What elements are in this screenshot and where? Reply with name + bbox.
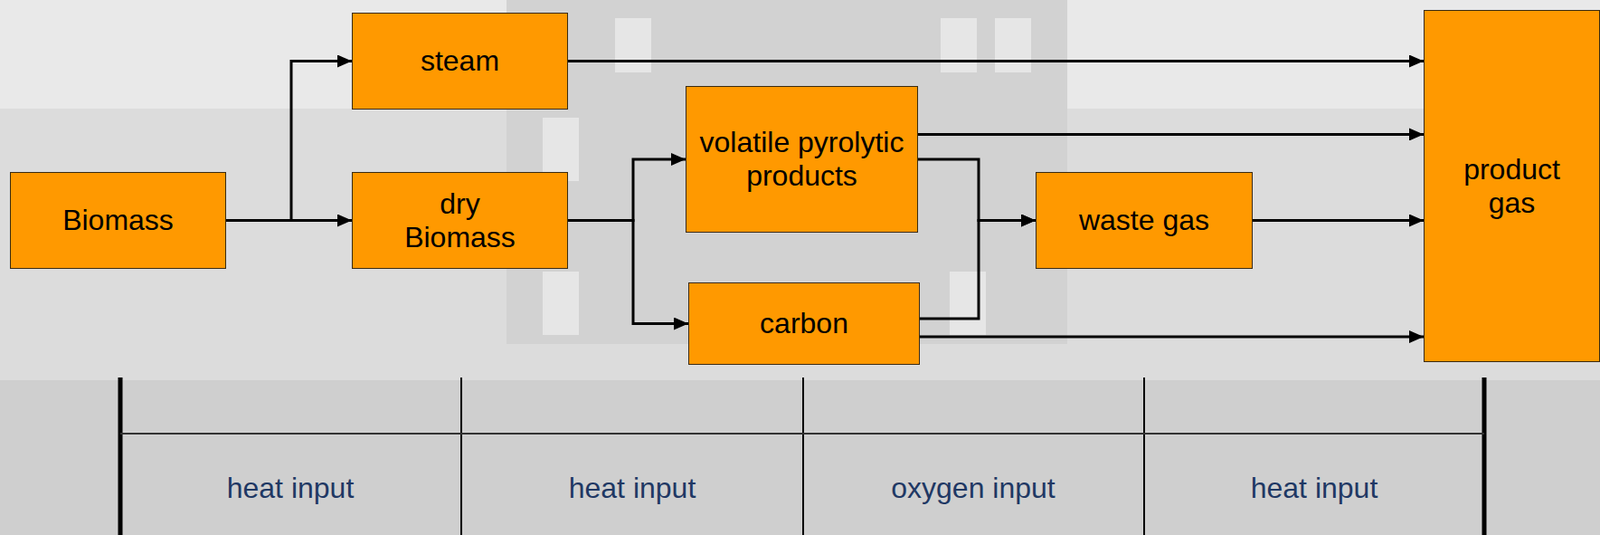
photo-lawn [0, 379, 1600, 535]
process-box: product gas [1423, 9, 1600, 362]
flow-arrow [568, 59, 1424, 63]
process-box: dry Biomass [351, 171, 569, 269]
box-label: Biomass [62, 203, 174, 237]
flow-arrow [568, 159, 686, 221]
process-box: volatile pyrolytic products [685, 85, 919, 233]
box-label: product gas [1444, 152, 1581, 220]
stage-label: heat input [568, 471, 697, 505]
flow-arrow [918, 159, 1036, 221]
box-label: waste gas [1079, 203, 1210, 237]
flow-arrow [1252, 218, 1424, 222]
flow-arrow [226, 218, 352, 222]
box-label: dry Biomass [383, 187, 538, 255]
box-label: carbon [759, 306, 849, 341]
flow-arrow [919, 220, 1036, 320]
flow-arrow [568, 220, 689, 324]
stage-label: oxygen input [890, 471, 1055, 505]
box-label: volatile pyrolytic products [693, 125, 911, 193]
flow-arrow [918, 132, 1424, 136]
process-box: carbon [688, 282, 920, 365]
stage-label: heat input [227, 471, 355, 505]
stage-label: heat input [1250, 471, 1379, 505]
process-box: waste gas [1035, 171, 1253, 269]
box-label: steam [420, 44, 500, 78]
process-box: steam [351, 12, 569, 110]
flow-arrow [919, 335, 1424, 339]
process-box: Biomass [9, 171, 227, 269]
stage-brackets [120, 377, 1485, 535]
flow-arrow [226, 61, 352, 221]
